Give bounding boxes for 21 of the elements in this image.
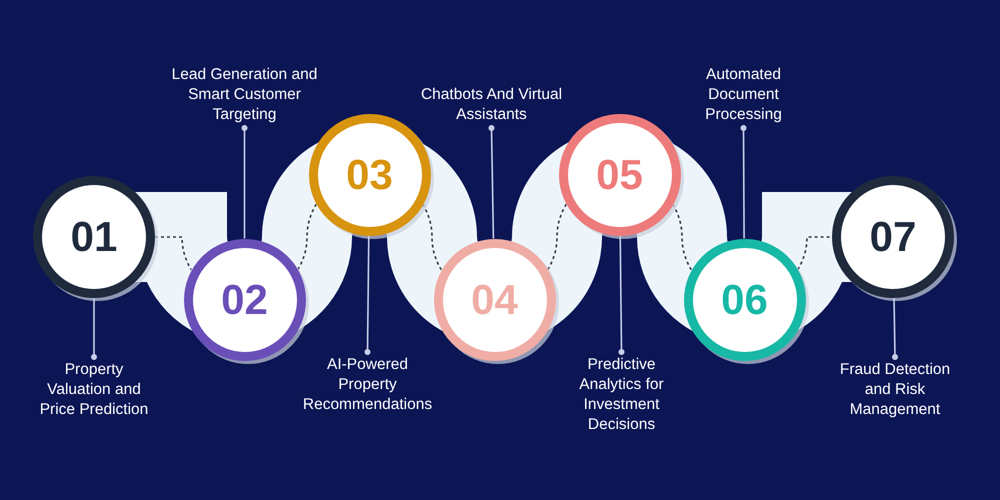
leader-line <box>740 125 746 238</box>
dashed-connector <box>797 236 832 270</box>
step-label: AI-Powered Property Recommendations <box>298 355 438 415</box>
step-label: Predictive Analytics for Investment Decisions <box>570 355 674 435</box>
step-number: 02 <box>221 278 268 320</box>
step-number: 04 <box>471 278 518 320</box>
step-number: 01 <box>70 216 118 258</box>
leader-line <box>242 125 248 238</box>
step-number: 03 <box>346 154 393 196</box>
step-number: 07 <box>870 216 916 258</box>
step-label: Lead Generation and Smart Customer Targeting <box>164 65 324 125</box>
step-number: 06 <box>721 278 768 320</box>
step-label: Fraud Detection and Risk Management <box>829 360 961 420</box>
leader-line <box>488 125 494 239</box>
step-label: Automated Document Processing <box>692 65 796 125</box>
step-label: Property Valuation and Price Prediction <box>34 360 154 420</box>
step-label: Chatbots And Virtual Assistants <box>412 85 572 125</box>
dashed-connector <box>547 204 567 270</box>
step-number: 05 <box>596 154 643 196</box>
dashed-connector <box>297 204 317 270</box>
leader-line <box>91 298 97 360</box>
